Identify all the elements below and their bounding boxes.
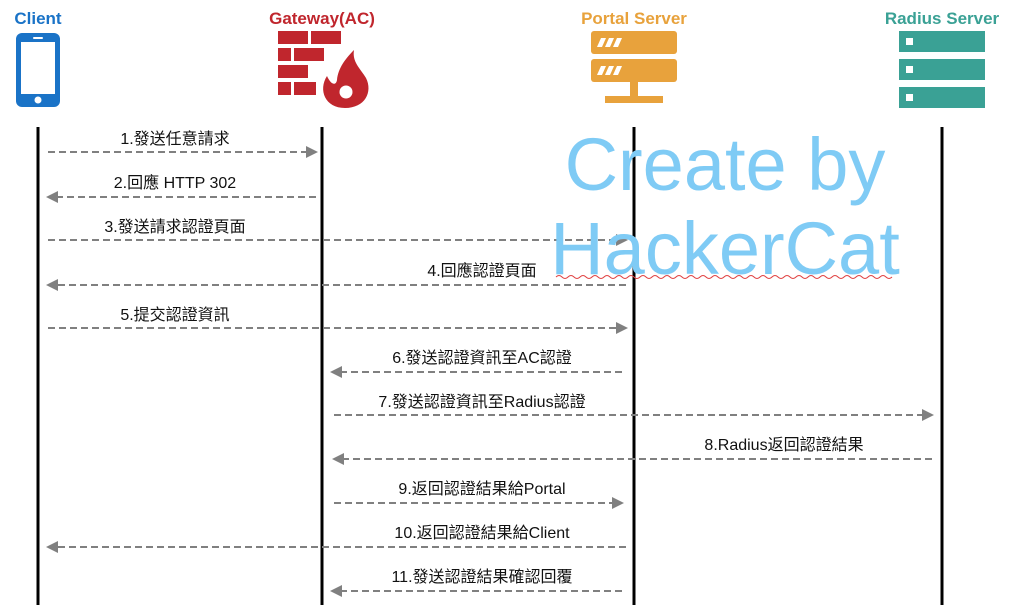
actor-name-radius: Radius Server (885, 9, 1000, 28)
actor-name-gateway: Gateway(AC) (269, 9, 375, 28)
actor-name-client: Client (14, 9, 62, 28)
smartphone-icon (16, 33, 60, 107)
message-label-11: 11.發送認證結果確認回覆 (391, 568, 572, 586)
message-label-1: 1.發送任意請求 (120, 129, 229, 148)
actor-name-portal: Portal Server (581, 9, 687, 28)
message-label-7: 7.發送認證資訊至Radius認證 (378, 393, 585, 411)
message-label-3: 3.發送請求認證頁面 (104, 218, 245, 236)
firewall-icon (278, 31, 369, 108)
spellcheck-underline (555, 275, 893, 279)
watermark-line-1: Create by (565, 123, 886, 206)
server-icon (591, 31, 677, 103)
message-label-10: 10.返回認證結果給Client (394, 524, 570, 542)
message-label-4: 4.回應認證頁面 (427, 261, 536, 280)
message-label-8: 8.Radius返回認證結果 (704, 436, 863, 454)
message-label-5: 5.提交認證資訊 (120, 306, 229, 324)
message-label-6: 6.發送認證資訊至AC認證 (392, 349, 572, 367)
message-label-9: 9.返回認證結果給Portal (398, 480, 565, 498)
server-rack-icon (899, 31, 985, 108)
message-label-2: 2.回應 HTTP 302 (114, 173, 237, 192)
